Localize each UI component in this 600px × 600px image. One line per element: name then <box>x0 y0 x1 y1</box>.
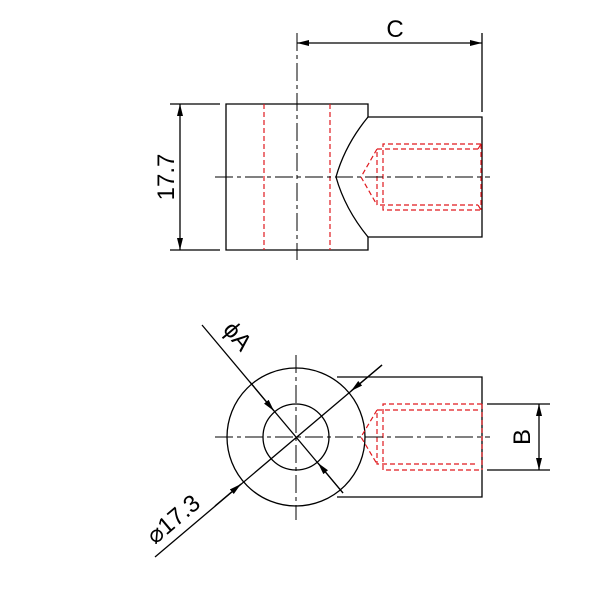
side-view: C 17.7 <box>153 16 490 260</box>
dimension-outer-leader <box>154 364 383 558</box>
end-view: ϕA ⌀17.3 B <box>142 317 550 558</box>
arrow <box>317 462 344 494</box>
arrow <box>249 381 275 412</box>
dimension-b-label: B <box>509 429 536 445</box>
arrow <box>350 364 383 392</box>
arrow <box>214 483 242 507</box>
dimension-c-label: C <box>386 16 403 43</box>
dimension-height-label: 17.7 <box>153 154 180 201</box>
body-outline <box>225 103 483 251</box>
